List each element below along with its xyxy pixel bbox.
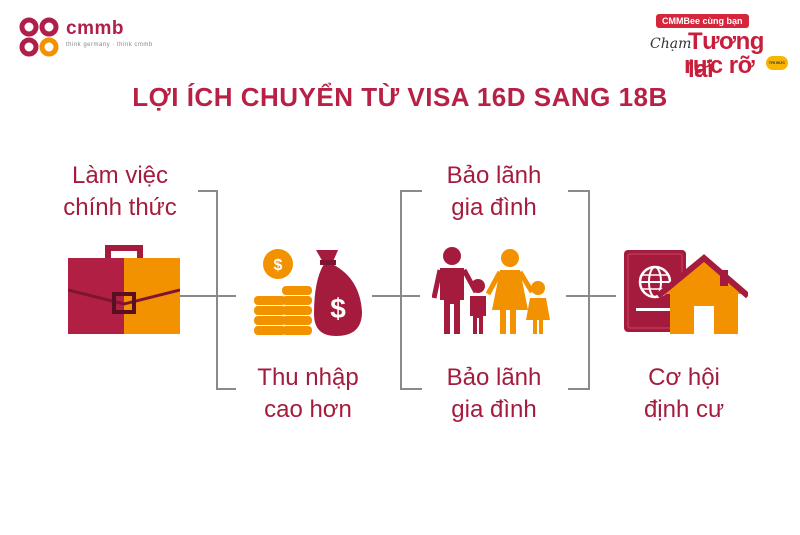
bracket-2-left-top (400, 190, 422, 192)
logo-text: cmmb (66, 18, 124, 39)
bracket-2-left-vertical (400, 190, 402, 390)
benefit-work-label: Làm việc chính thức (40, 160, 200, 224)
connector-line (178, 295, 218, 297)
slogan: CMMBee cùng bạn Chạm Tương lai rực rỡ TR… (632, 14, 792, 104)
benefit-settle-line-2: định cư (643, 396, 725, 423)
brand-logo: cmmb think germany · think cmmb (18, 16, 168, 62)
slogan-tag: CMMBee cùng bạn (656, 14, 749, 28)
bracket-1-top (198, 190, 218, 192)
briefcase-icon (68, 245, 180, 334)
benefit-family-top-line-2: gia đình (451, 194, 537, 221)
svg-text:$: $ (330, 293, 346, 324)
benefit-family-bottom-label: Bảo lãnh gia đình (414, 362, 574, 426)
slogan-line-2: rực rỡ (684, 52, 755, 79)
benefit-income-line-1: Thu nhập (257, 364, 359, 391)
connector-line (402, 295, 420, 297)
benefit-family-top-line-1: Bảo lãnh (446, 162, 542, 189)
bracket-2-right-top (568, 190, 590, 192)
svg-text:$: $ (274, 257, 283, 274)
bracket-1-vertical (216, 190, 218, 390)
benefit-income-line-2: cao hơn (264, 396, 352, 423)
benefit-family-top-label: Bảo lãnh gia đình (414, 160, 574, 224)
bee-badge: TRI ĐỨC (766, 56, 788, 70)
family-icon (432, 247, 550, 334)
benefit-work-line-1: Làm việc (71, 162, 169, 189)
bracket-2-right-vertical (588, 190, 590, 390)
money-bag-coins-icon: $ $ (254, 249, 362, 336)
connector-line (218, 295, 236, 297)
benefit-work-line-2: chính thức (63, 194, 177, 221)
benefit-family-bottom-line-2: gia đình (451, 396, 537, 423)
connector-line (372, 295, 402, 297)
benefit-income-label: Thu nhập cao hơn (228, 362, 388, 426)
page-title: LỢI ÍCH CHUYỂN TỪ VISA 16D SANG 18B (132, 82, 668, 112)
bracket-2-left-bottom (400, 388, 422, 390)
bracket-2-right-bottom (568, 388, 590, 390)
bracket-1-bottom (216, 388, 236, 390)
connector-line (566, 295, 616, 297)
benefit-settle-line-1: Cơ hội (648, 364, 720, 391)
benefit-settle-label: Cơ hội định cư (604, 362, 764, 426)
slogan-script-word: Chạm (650, 36, 692, 52)
slogan-line-1: Tương lai (688, 28, 764, 83)
logo-tagline: think germany · think cmmb (66, 42, 153, 48)
benefit-family-bottom-line-1: Bảo lãnh (446, 364, 542, 391)
passport-house-icon (624, 250, 748, 334)
cmmb-logo-icon (19, 17, 59, 57)
